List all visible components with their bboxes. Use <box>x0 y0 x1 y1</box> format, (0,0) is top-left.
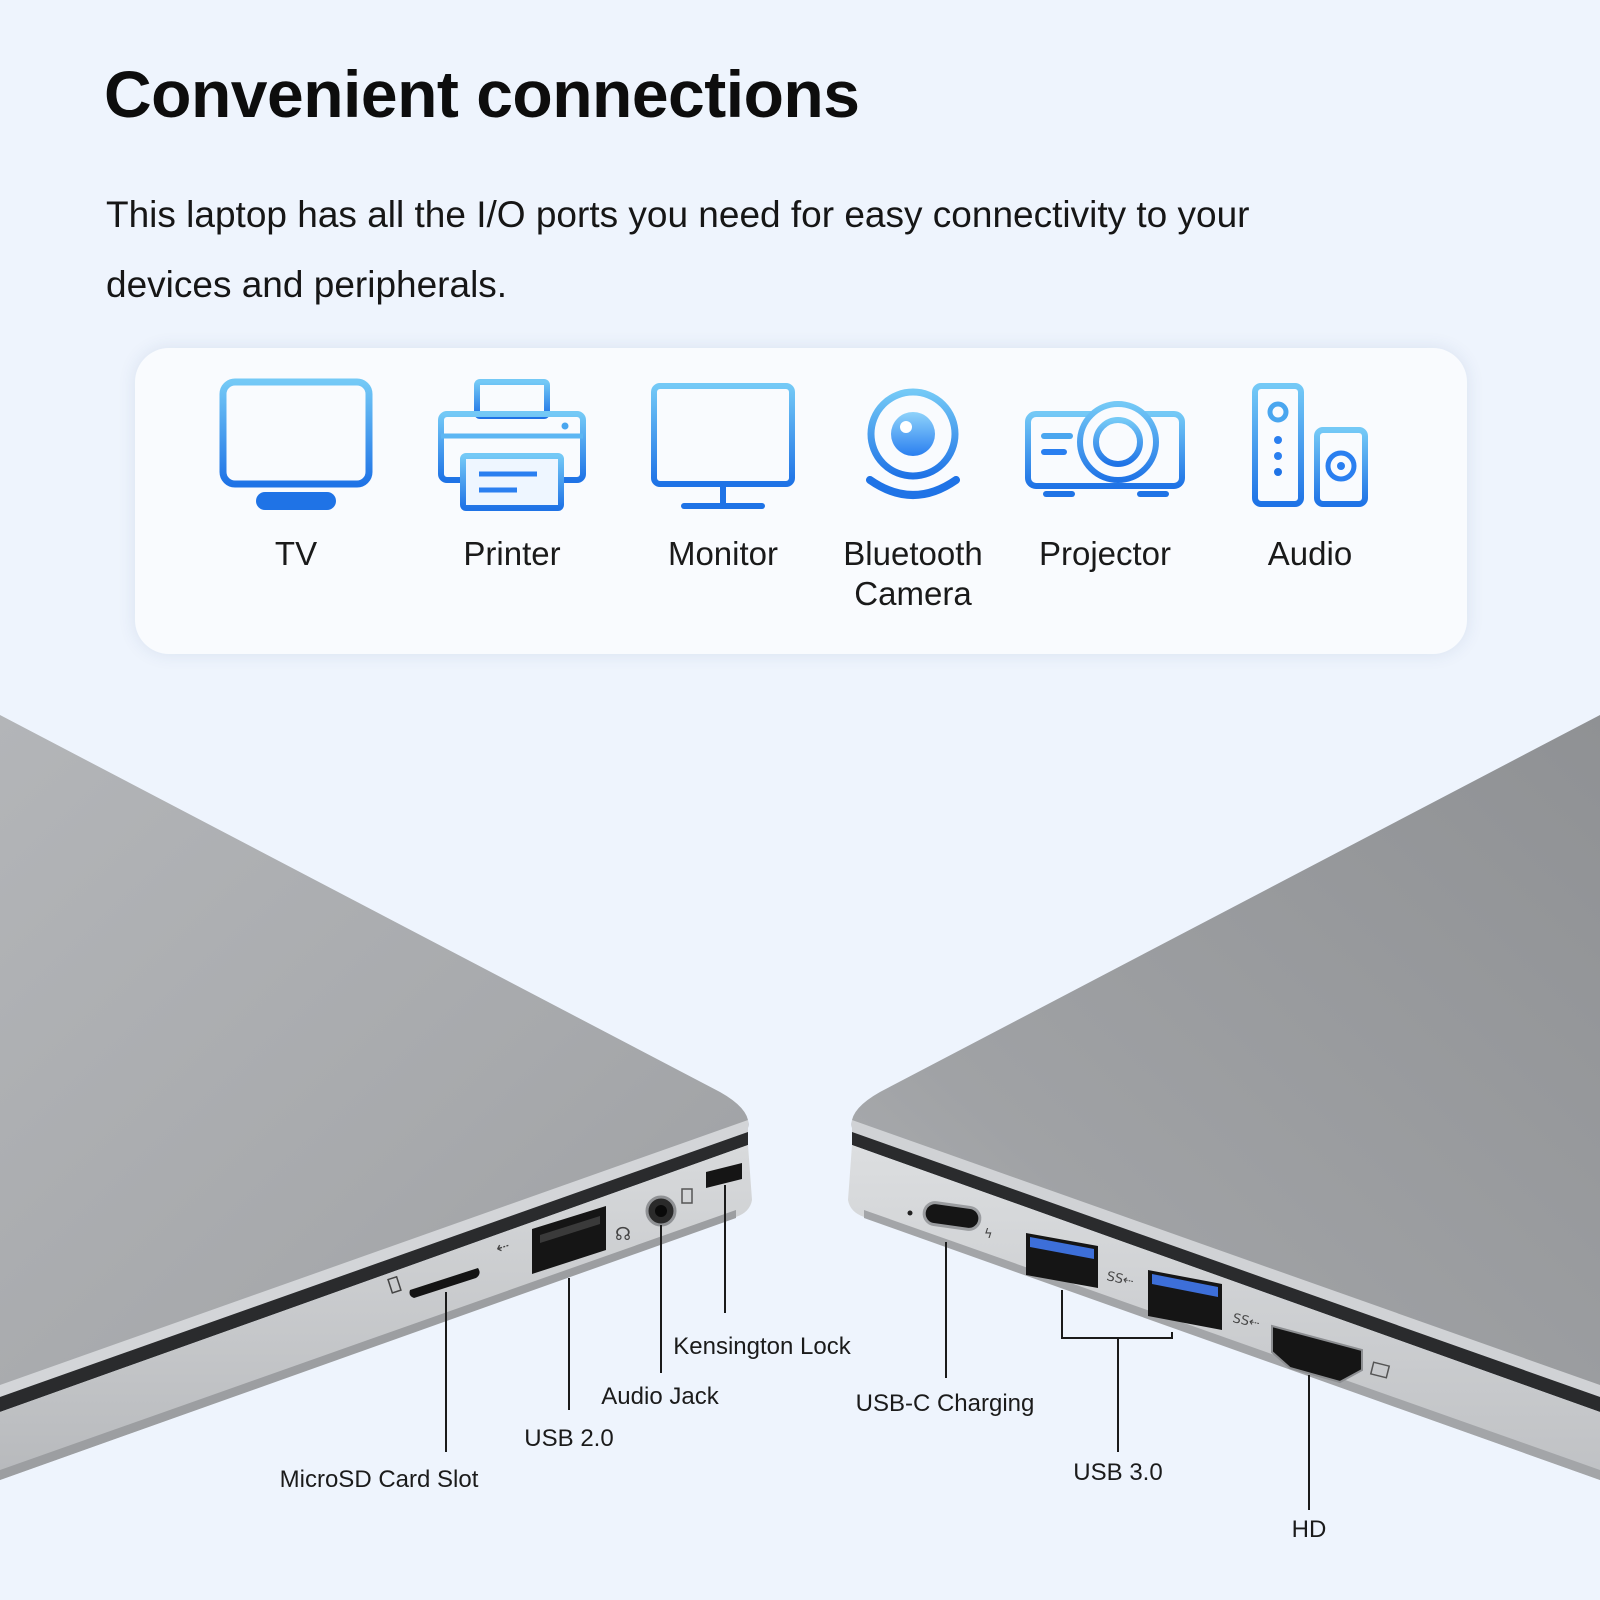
device-projector: Projector <box>1005 376 1205 574</box>
port-label-usb3: USB 3.0 <box>1073 1459 1163 1486</box>
speaker-icon <box>1252 383 1368 507</box>
device-label: Bluetooth Camera <box>843 535 983 612</box>
printer-icon <box>438 379 586 511</box>
port-label-hd: HD <box>1291 1516 1327 1543</box>
device-label: Audio <box>1267 535 1353 572</box>
page-title: Convenient connections <box>104 57 860 131</box>
device-monitor: Monitor <box>623 376 823 574</box>
device-printer: Printer <box>412 376 612 574</box>
port-label-usb2: USB 2.0 <box>524 1425 614 1452</box>
projector-icon <box>1025 401 1185 497</box>
devices-card: TV Printer Monitor <box>135 348 1467 654</box>
port-label-usb-c: USB-C Charging <box>855 1390 1035 1417</box>
laptop-right: ϟ SS⇠ SS⇠ <box>848 715 1600 1510</box>
device-tv: TV <box>196 376 396 574</box>
svg-text:SS⇠: SS⇠ <box>1105 1269 1135 1289</box>
device-label: Printer <box>463 535 561 572</box>
laptop-ports-illustration: ⇠ ☊ ϟ SS⇠ <box>0 715 1600 1510</box>
webcam-icon <box>866 388 960 499</box>
device-label: TV <box>274 535 318 572</box>
svg-text:☊: ☊ <box>615 1224 631 1245</box>
port-label-microsd: MicroSD Card Slot <box>279 1466 479 1493</box>
svg-text:⇠: ⇠ <box>493 1236 512 1258</box>
page-description: This laptop has all the I/O ports you ne… <box>106 194 1250 305</box>
device-label: Monitor <box>667 535 779 572</box>
port-label-audio-jack: Audio Jack <box>601 1383 719 1410</box>
svg-text:SS⇠: SS⇠ <box>1231 1311 1261 1331</box>
device-bluetooth-camera: Bluetooth Camera <box>813 376 1013 614</box>
device-label: Projector <box>1038 535 1172 572</box>
monitor-icon <box>651 383 795 509</box>
device-audio: Audio <box>1210 376 1410 574</box>
svg-text:ϟ: ϟ <box>984 1227 993 1242</box>
tv-icon <box>219 378 373 510</box>
port-label-kensington: Kensington Lock <box>673 1333 851 1360</box>
laptop-left: ⇠ ☊ <box>0 715 752 1480</box>
